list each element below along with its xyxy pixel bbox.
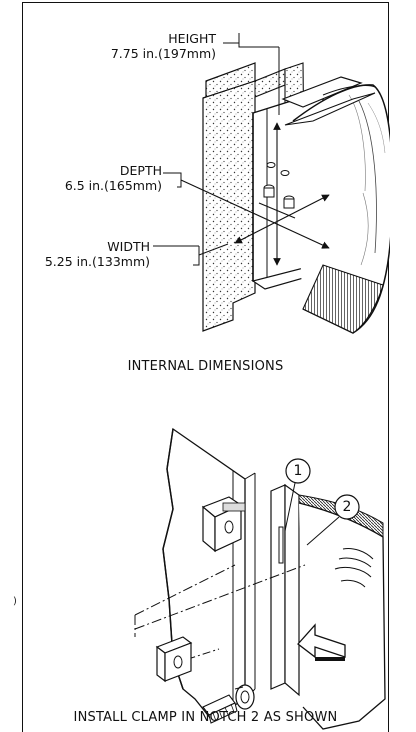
callout-1-label: 1 [293, 463, 303, 479]
loose-clamp [155, 636, 193, 683]
clamp-block [201, 496, 246, 553]
edge-mark: ) [13, 596, 17, 607]
internal-dimensions-panel: HEIGHT 7.75 in.(197mm) DEPTH 6.5 in.(165… [22, 2, 390, 400]
width-label: WIDTH 5.25 in.(133mm) [45, 239, 150, 269]
enclosure-edge [270, 483, 386, 730]
clamp-install-drawing [134, 427, 386, 730]
clamp-screw [202, 684, 255, 724]
install-clamp-panel: 1 2 INSTALL CLAMP IN NOTCH 2 AS SHOWN [22, 399, 389, 732]
width-value: 5.25 in.(133mm) [44, 254, 150, 269]
dimension-lines [153, 33, 330, 266]
depth-label: DEPTH 6.5 in.(165mm) [65, 163, 162, 193]
depth-value: 6.5 in.(165mm) [64, 178, 162, 193]
callouts [284, 458, 360, 546]
height-label: HEIGHT 7.75 in.(197mm) [111, 31, 216, 61]
width-title: WIDTH [107, 239, 150, 254]
enclosure-cover [284, 84, 390, 334]
install-clamp-caption: INSTALL CLAMP IN NOTCH 2 AS SHOWN [73, 710, 338, 725]
height-value: 7.75 in.(197mm) [110, 46, 216, 61]
internal-dimensions-caption: INTERNAL DIMENSIONS [127, 359, 284, 374]
callout-2-label: 2 [342, 499, 352, 515]
enclosure-dimension-drawing [153, 33, 390, 334]
depth-title: DEPTH [119, 163, 162, 178]
height-title: HEIGHT [168, 31, 216, 46]
